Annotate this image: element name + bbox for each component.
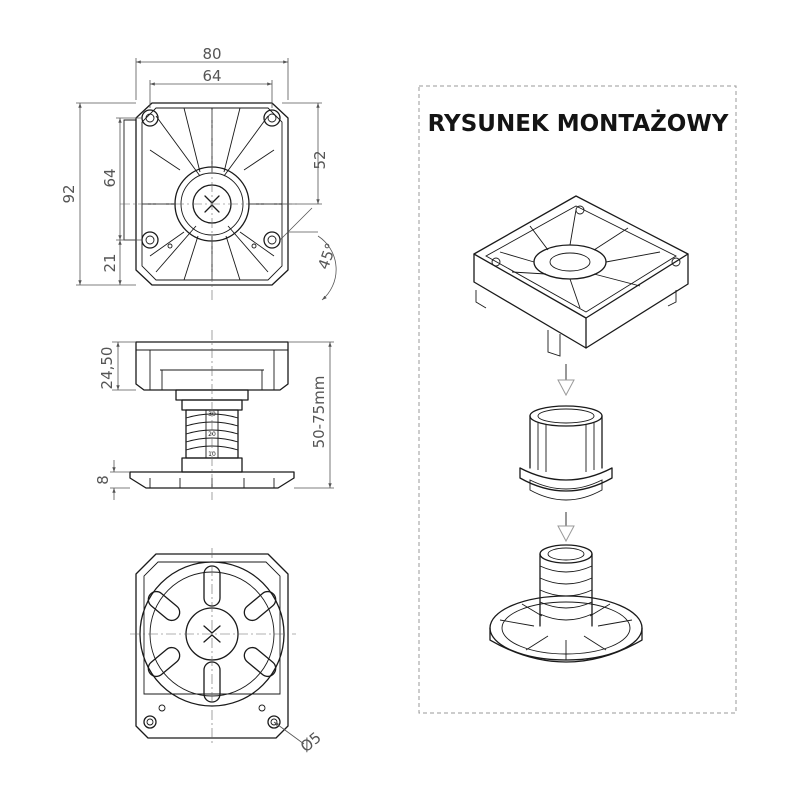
- mounting-hole: [141, 231, 159, 249]
- dim-height-total: 92: [60, 184, 78, 203]
- assembly-base-part: [473, 195, 689, 357]
- assembly-panel: RYSUNEK MONTAŻOWY: [418, 85, 737, 714]
- dim-width-outer: 80: [202, 45, 221, 63]
- top-view: 80 64 92 64 21 52 45°: [60, 45, 340, 301]
- mounting-hole: [263, 109, 281, 127]
- dim-width-holes: 64: [202, 67, 221, 85]
- mounting-hole: [141, 109, 159, 127]
- dim-right: 52: [311, 150, 329, 169]
- assembly-title: RYSUNEK MONTAŻOWY: [428, 109, 729, 137]
- assembly-foot-part: [489, 544, 643, 663]
- dim-foot-height: 8: [94, 475, 112, 485]
- assembly-sleeve-part: [519, 405, 613, 501]
- mounting-hole: [263, 231, 281, 249]
- thread-mark: 30: [208, 411, 216, 418]
- assembly-arrow: [557, 512, 575, 543]
- dim-base-height: 24,50: [98, 347, 116, 390]
- side-view: 30 20 10 24,50 50-75mm 8: [94, 330, 334, 500]
- dim-total-height: 50-75mm: [310, 376, 328, 449]
- assembly-arrow: [557, 364, 575, 397]
- thread-mark: 10: [208, 451, 216, 458]
- dim-height-holes: 64: [101, 168, 119, 187]
- bottom-view: Ø5: [130, 548, 325, 756]
- dim-hole: Ø5: [297, 728, 325, 756]
- dim-offset-bottom: 21: [101, 253, 119, 272]
